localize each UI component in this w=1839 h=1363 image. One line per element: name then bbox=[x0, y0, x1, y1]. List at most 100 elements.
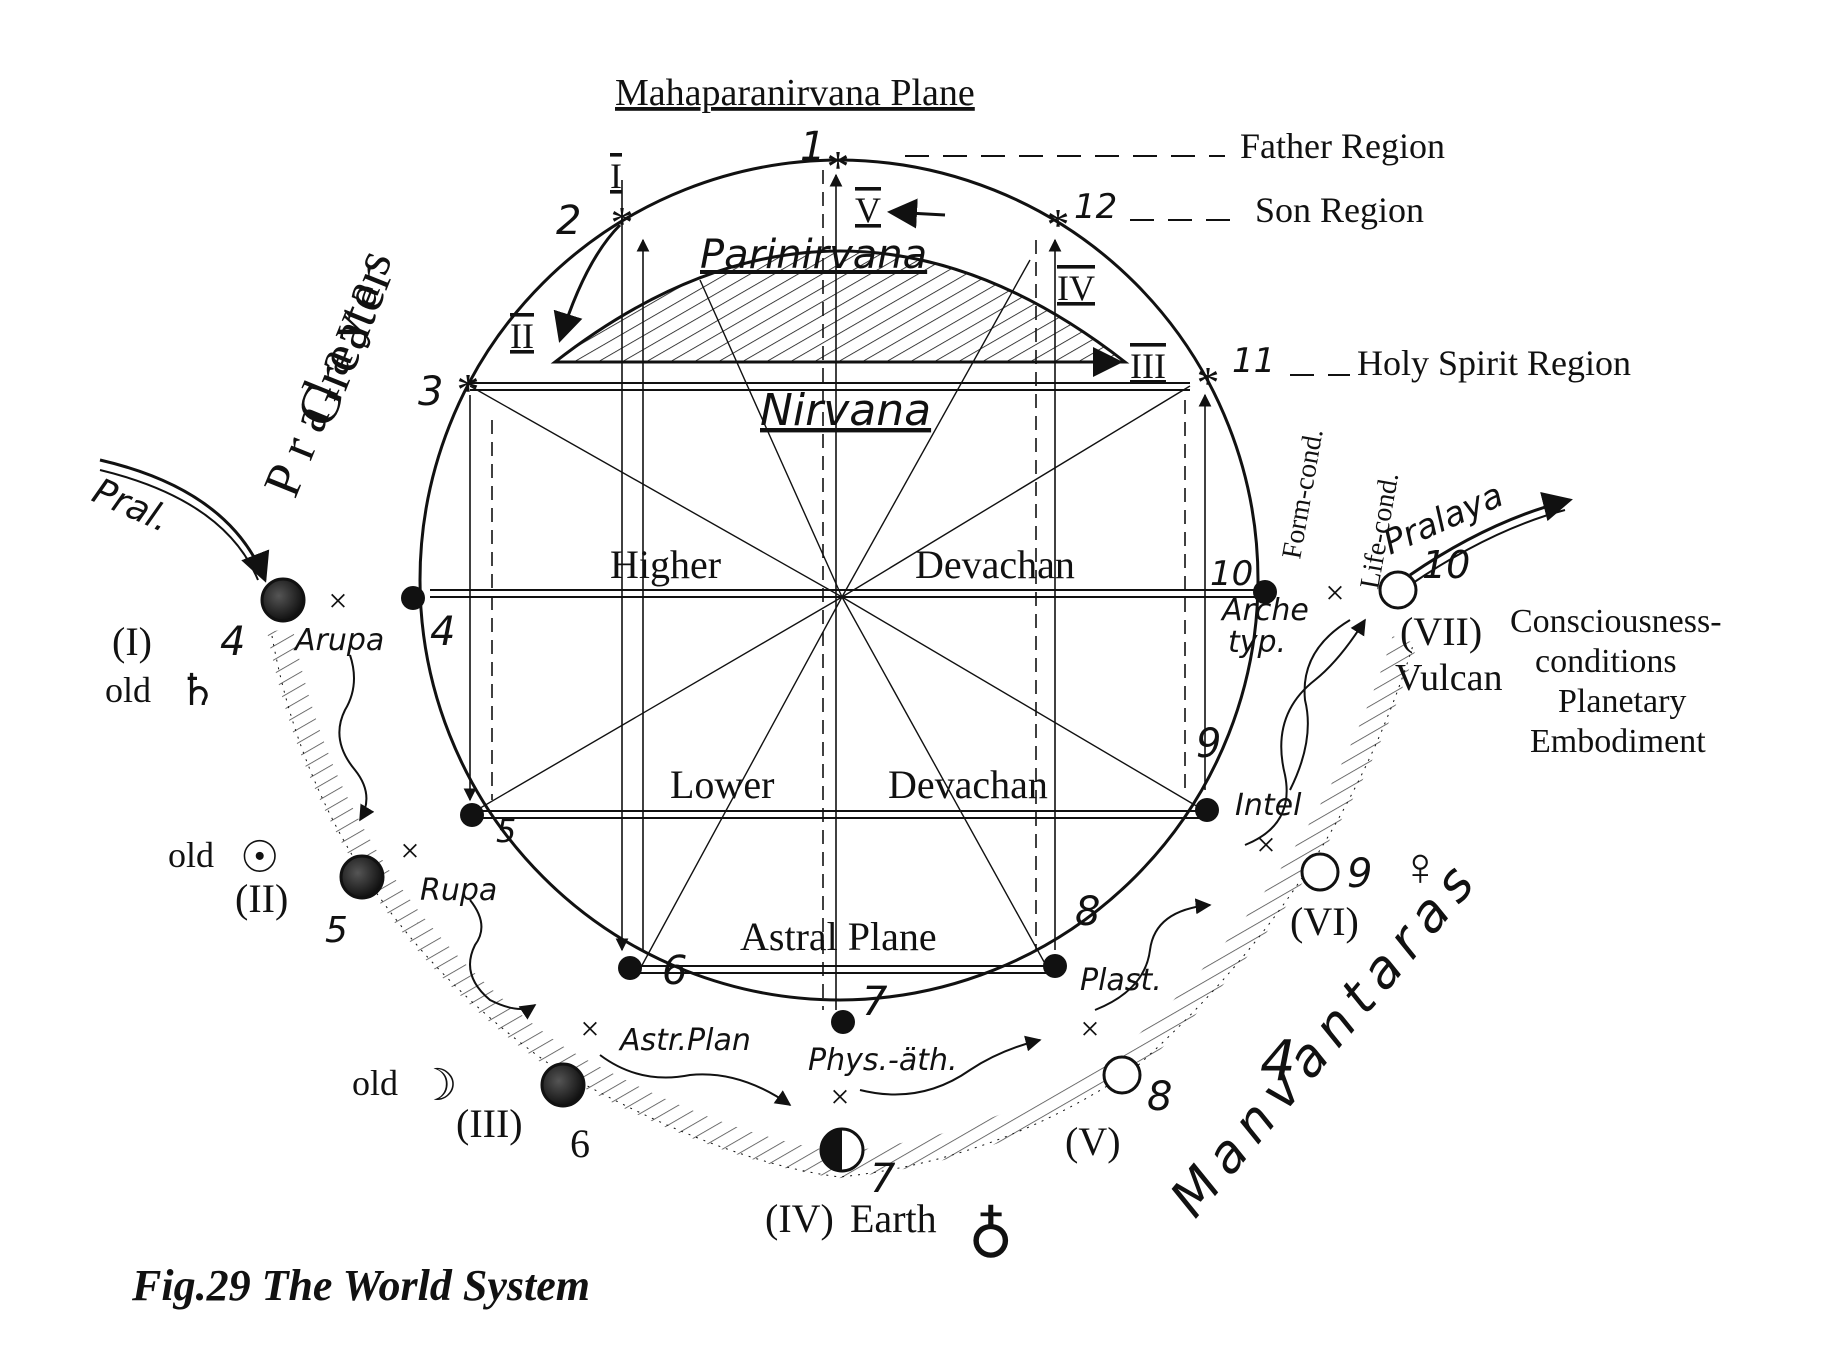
node-number-5: 5 bbox=[496, 812, 516, 850]
planet-symbol-1: ♄ bbox=[178, 666, 217, 715]
higher-label: Higher bbox=[610, 542, 721, 587]
node-dot-5 bbox=[460, 803, 484, 827]
planet-symbol-6: ♀ bbox=[1400, 837, 1441, 897]
node-number-2: 2 bbox=[556, 198, 581, 244]
rupa-label: Rupa bbox=[420, 873, 497, 908]
planet-name-7: Vulcan bbox=[1395, 657, 1502, 699]
planet-num-6: 9 bbox=[1347, 851, 1372, 897]
holy-spirit-region-label: Holy Spirit Region bbox=[1357, 343, 1631, 383]
node-star-12: * bbox=[1047, 199, 1070, 250]
node-number-12: 12 bbox=[1074, 187, 1117, 227]
form-cond-label: Form-cond. bbox=[1276, 426, 1329, 561]
vertical-lines bbox=[463, 170, 1212, 1010]
nirvana-label: Nirvana bbox=[760, 385, 931, 436]
node-number-7: 7 bbox=[862, 979, 888, 1025]
archetyp-label-1: Arche bbox=[1220, 593, 1309, 628]
embodiment-label: Embodiment bbox=[1530, 723, 1706, 760]
planet-name-1: old bbox=[105, 670, 151, 710]
archetyp-label-2: typ. bbox=[1228, 625, 1286, 660]
manvantaras-four-label: 4 bbox=[1260, 1029, 1296, 1094]
planet-symbol-2: ☉ bbox=[240, 833, 279, 882]
region-labels: Father Region Son Region Holy Spirit Reg… bbox=[905, 126, 1631, 383]
node-dot-10 bbox=[1253, 580, 1277, 604]
svg-text:×: × bbox=[1325, 575, 1344, 612]
svg-text:×: × bbox=[1256, 827, 1275, 864]
pral-arrow bbox=[99, 458, 270, 583]
planet-old-moon bbox=[540, 1062, 586, 1108]
node-number-10: 10 bbox=[1210, 554, 1253, 594]
roman-IV: IV bbox=[1057, 268, 1095, 308]
planet-future-jupiter bbox=[1102, 1055, 1142, 1095]
roman-II: II bbox=[510, 316, 534, 356]
planets bbox=[260, 570, 1418, 1173]
planet-symbol-3: ☽ bbox=[418, 1061, 457, 1110]
planet-future-venus bbox=[1300, 852, 1340, 892]
planet-old-sun bbox=[339, 854, 385, 900]
planet-roman-1: (I) bbox=[112, 619, 152, 664]
lower-label: Lower bbox=[670, 762, 774, 807]
phys-ath-label: Phys.-äth. bbox=[808, 1043, 958, 1078]
roman-I: I bbox=[610, 156, 622, 196]
astr-plan-label: Astr.Plan bbox=[618, 1023, 751, 1058]
circle-nodes: * * * * * bbox=[401, 141, 1277, 1034]
planet-num-5: 8 bbox=[1147, 1074, 1172, 1120]
planet-num-2: 5 bbox=[325, 910, 348, 951]
svg-text:×: × bbox=[580, 1011, 599, 1048]
planet-earth bbox=[819, 1127, 865, 1173]
main-circle-left bbox=[418, 579, 841, 1002]
main-circle-upper-left bbox=[418, 158, 841, 581]
node-star-1: * bbox=[827, 141, 850, 192]
plast-label: Plast. bbox=[1080, 963, 1162, 998]
node-star-3: * bbox=[457, 364, 480, 415]
arupa-label: Arupa bbox=[293, 623, 384, 658]
node-numbers: 1 2 3 4 5 6 7 8 9 10 11 12 bbox=[418, 124, 1275, 1025]
svg-text:×: × bbox=[328, 583, 347, 620]
node-number-8: 8 bbox=[1075, 889, 1100, 935]
planet-name-2: old bbox=[168, 835, 214, 875]
planet-symbol-4: ♁ bbox=[968, 1196, 1013, 1264]
node-dot-8 bbox=[1043, 954, 1067, 978]
radiating-lines bbox=[469, 259, 1211, 970]
planet-roman-4: (IV) bbox=[765, 1196, 834, 1241]
planet-name-3: old bbox=[352, 1063, 398, 1103]
astral-plane-label: Astral Plane bbox=[740, 914, 937, 959]
consciousness-label: Consciousness- bbox=[1510, 603, 1722, 640]
devachan-lower-label: Devachan bbox=[888, 762, 1048, 807]
x-marks: × × × × × × × bbox=[328, 575, 1344, 1116]
wavy-arrows bbox=[338, 618, 1366, 1106]
mahaparanirvana-label: Mahaparanirvana Plane bbox=[615, 72, 975, 114]
roman-V: V bbox=[855, 190, 881, 230]
roman-numerals: I II III IV V bbox=[510, 156, 1166, 386]
planet-num-1: 4 bbox=[220, 619, 245, 665]
main-circle-lower-right bbox=[839, 579, 1260, 1002]
planet-num-3: 6 bbox=[570, 1121, 590, 1166]
svg-text:×: × bbox=[400, 833, 419, 870]
node-dot-7 bbox=[831, 1010, 855, 1034]
main-circle bbox=[839, 158, 1260, 581]
figure-caption: Fig.29 The World System bbox=[131, 1261, 590, 1310]
son-region-label: Son Region bbox=[1255, 190, 1424, 230]
planet-roman-5: (V) bbox=[1065, 1119, 1121, 1164]
node-number-9: 9 bbox=[1196, 721, 1221, 767]
planet-roman-6: (VI) bbox=[1290, 899, 1359, 944]
node-number-3: 3 bbox=[418, 369, 443, 415]
planet-roman-3: (III) bbox=[456, 1101, 523, 1146]
planet-labels: (I) 4 old ♄ old ☉ (II) 5 old ☽ (III) 6 7… bbox=[105, 543, 1502, 1264]
plane-labels: Mahaparanirvana Plane Parinirvana Nirvan… bbox=[610, 72, 1075, 959]
intel-label: Intel bbox=[1235, 788, 1302, 823]
planetary-label: Planetary bbox=[1558, 683, 1686, 720]
node-number-4: 4 bbox=[430, 609, 455, 655]
arc-arrows bbox=[553, 198, 946, 343]
parinirvana-region bbox=[550, 249, 1130, 364]
node-star-2: * bbox=[611, 197, 634, 248]
roman-III: III bbox=[1130, 346, 1166, 386]
conditions-label: conditions bbox=[1535, 643, 1677, 680]
parinirvana-label: Parinirvana bbox=[700, 232, 927, 278]
svg-text:×: × bbox=[1080, 1011, 1099, 1048]
svg-text:×: × bbox=[830, 1079, 849, 1116]
node-number-1: 1 bbox=[800, 124, 825, 170]
planet-old-saturn bbox=[260, 577, 306, 623]
node-number-11: 11 bbox=[1232, 341, 1275, 381]
planet-roman-2: (II) bbox=[235, 876, 288, 921]
